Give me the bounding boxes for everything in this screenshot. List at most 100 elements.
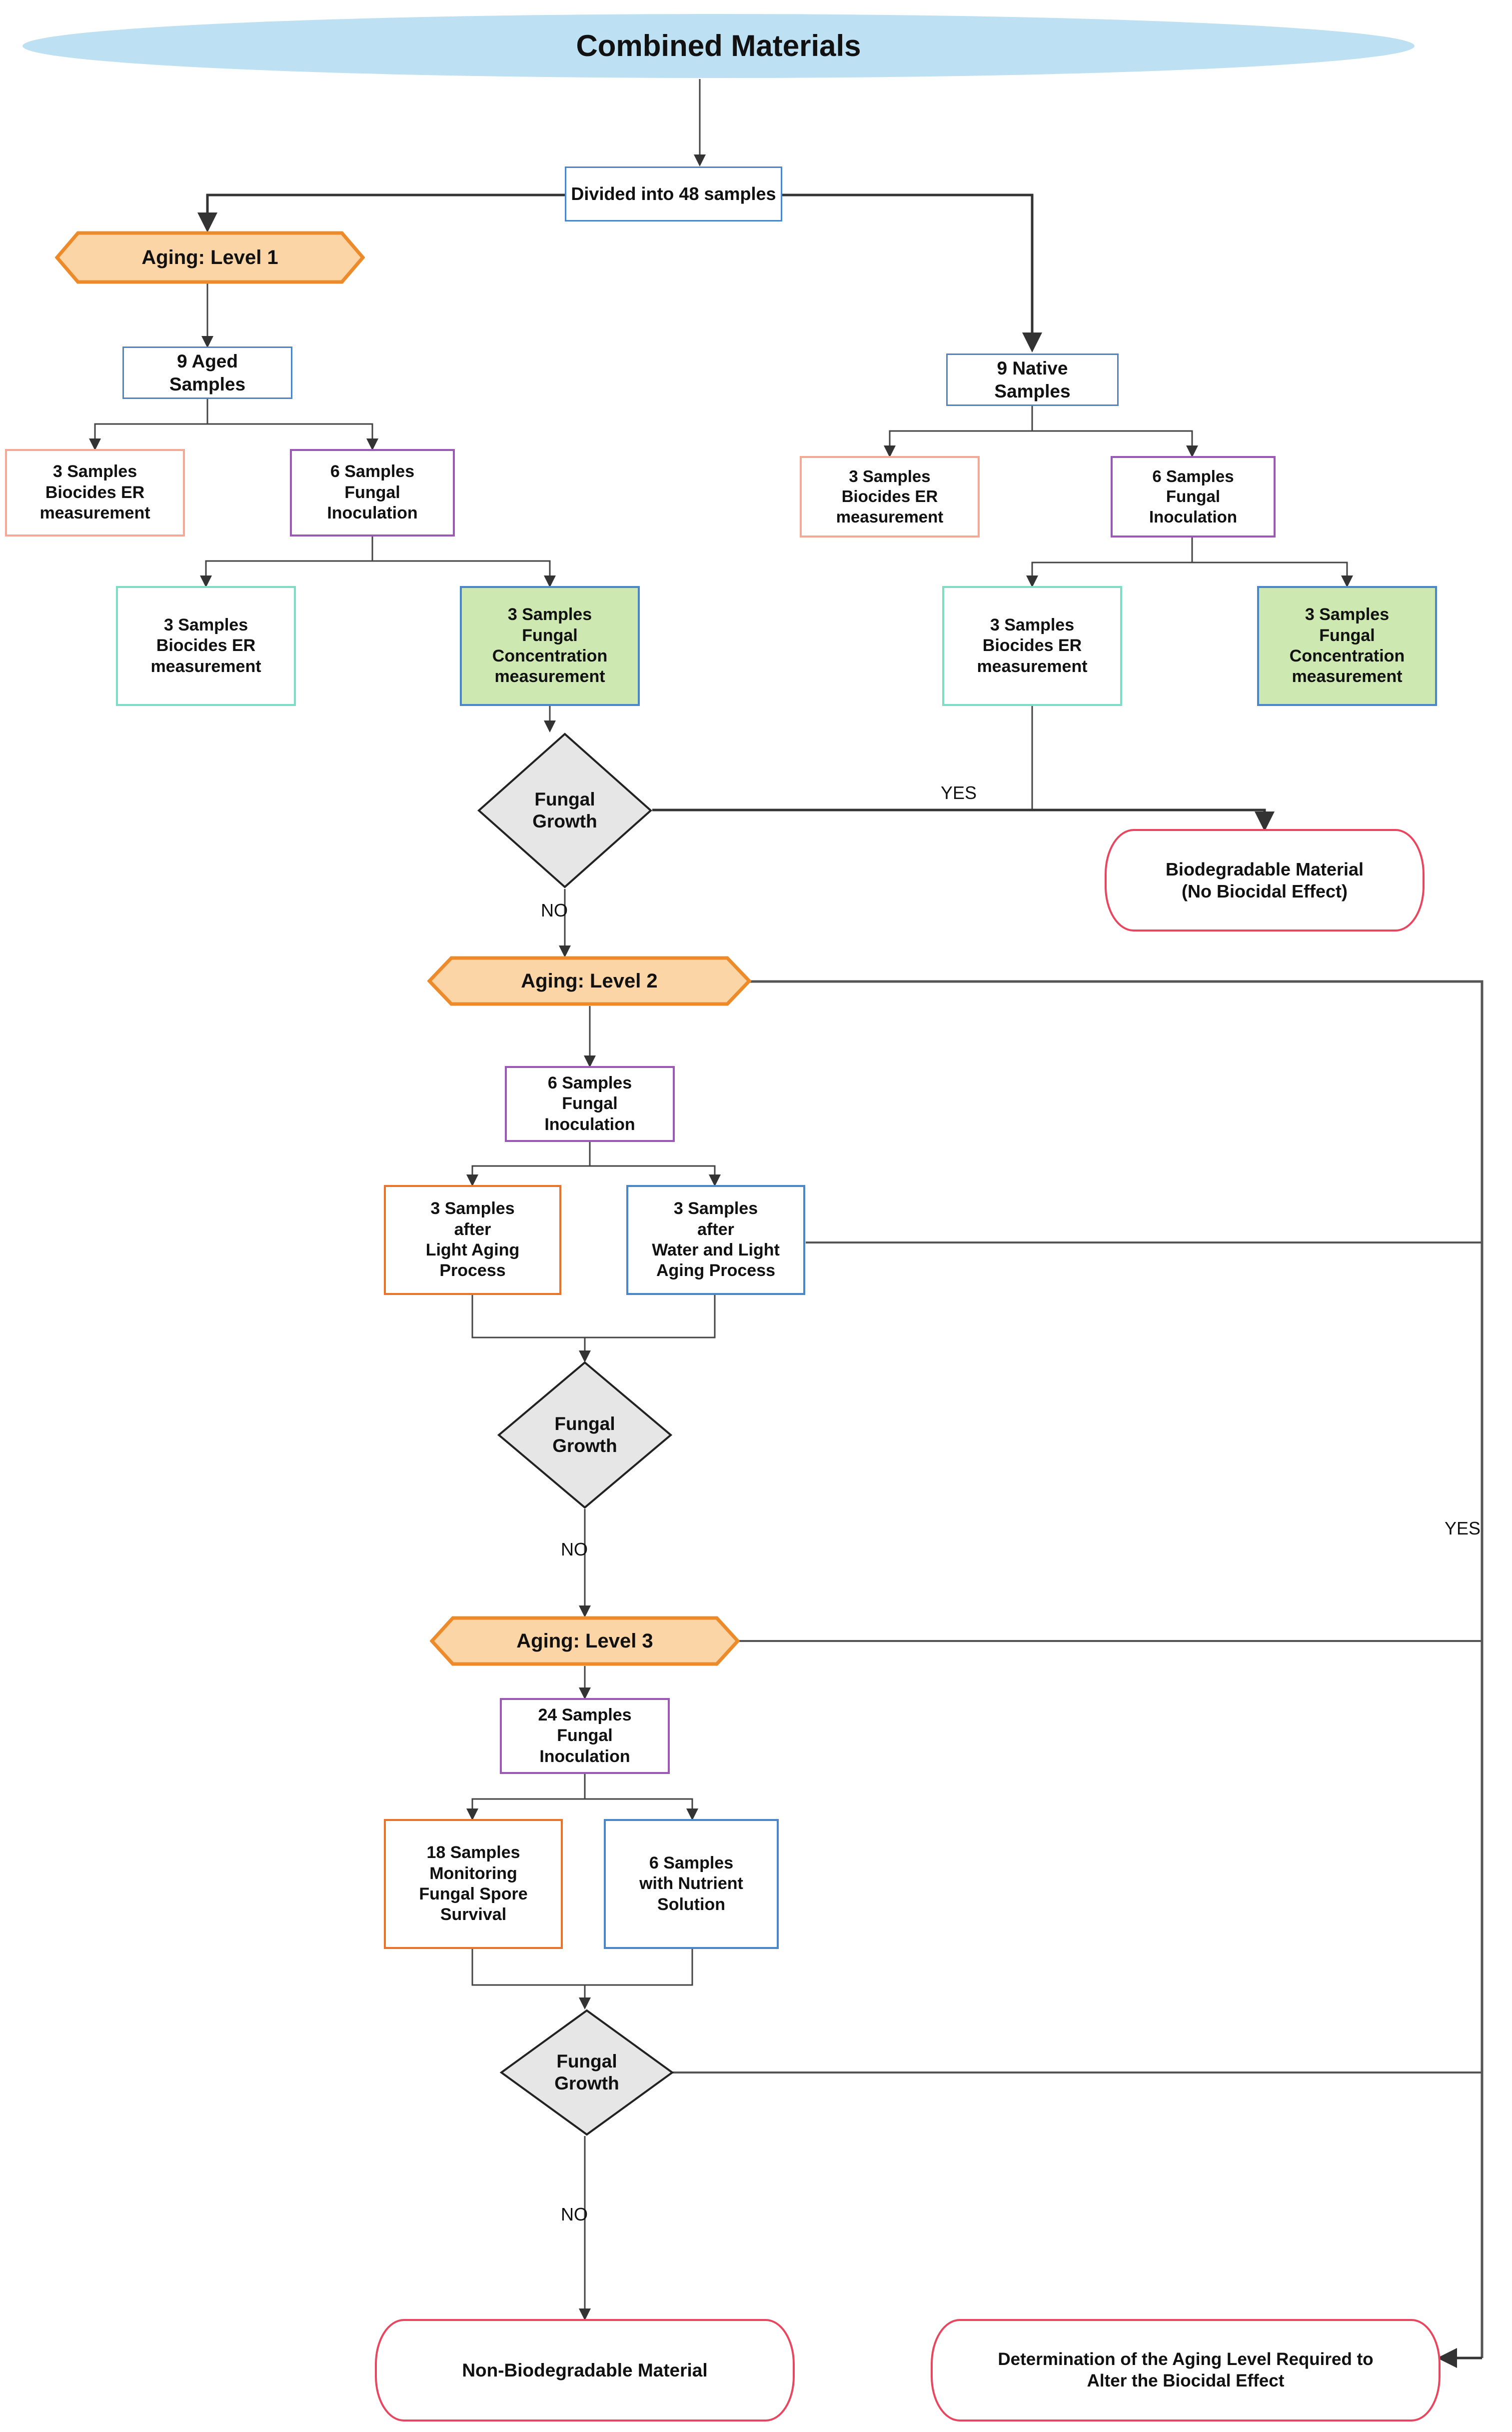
node-label-line2: Fungal [1166,487,1221,506]
node-label: Divided into 48 samples [571,184,776,204]
node-label-line1: 9 Native [997,358,1068,379]
node-label-line1: 3 Samples [52,462,137,482]
node-label-line3: Fungal Spore [419,1884,528,1904]
node-aging-level-2[interactable]: Aging: Level 2 [427,956,752,1006]
node-label: Fungal Growth [477,732,652,888]
node-l2-6-samples-fungal-inoculation[interactable]: 6 Samples Fungal Inoculation [505,1066,675,1142]
node-divided-into-48-samples[interactable]: Divided into 48 samples [565,166,782,222]
node-label-line2: Fungal [1319,626,1375,645]
node-aged-3-samples-biocides-er-second[interactable]: 3 Samples Biocides ER measurement [116,586,296,706]
node-label-line3: Inoculation [544,1114,635,1134]
edge-label-no-3: NO [561,2204,588,2224]
node-label: Fungal Growth [497,1361,672,1509]
node-aging-level-3[interactable]: Aging: Level 3 [429,1616,740,1666]
node-label-line2: Growth [554,2073,619,2094]
node-native-3-samples-biocides-er[interactable]: 3 Samples Biocides ER measurement [800,456,980,538]
node-determination-aging-level[interactable]: Determination of the Aging Level Require… [931,2319,1441,2422]
node-label-line2: after [697,1220,734,1239]
node-label-line3: Inoculation [539,1746,630,1766]
node-label-line2: Growth [552,1436,617,1456]
node-fungal-growth-decision-1[interactable]: Fungal Growth [477,732,653,888]
node-label-line1: 3 Samples [430,1199,515,1218]
node-label-line1: 3 Samples [163,615,248,634]
node-label-line2: (No Biocidal Effect) [1181,880,1348,902]
node-label-line1: 3 Samples [990,615,1075,634]
node-label-line3: Inoculation [327,504,418,523]
node-label: Aging: Level 1 [141,246,278,268]
edge-label-no-2: NO [561,1539,588,1560]
node-label: Aging: Level 3 [516,1630,653,1652]
node-label-line1: 6 Samples [547,1073,632,1092]
node-aging-level-1[interactable]: Aging: Level 1 [54,231,365,284]
node-label-line3: measurement [977,656,1088,676]
node-label-line1: 24 Samples [538,1705,632,1724]
node-label: Fungal Growth [500,2009,674,2136]
node-label-line3: Solution [657,1894,725,1914]
node-label-line3: Light Aging [425,1240,520,1260]
node-label-line1: Fungal [534,789,595,810]
node-label-line2: Biocides ER [982,636,1082,656]
node-fungal-growth-decision-3[interactable]: Fungal Growth [499,2009,674,2136]
node-label-line2: Samples [169,374,246,394]
node-label-line1: 3 Samples [1305,605,1390,624]
node-l3-24-samples-fungal-inoculation[interactable]: 24 Samples Fungal Inoculation [500,1698,670,1774]
node-label-line1: 3 Samples [507,605,592,624]
node-label-line2: Biocides ER [45,482,145,502]
node-label-line1: Biodegradable Material [1165,858,1364,880]
node-label-line3: Concentration [492,646,608,666]
node-label: Non-Biodegradable Material [462,2360,708,2380]
node-native-3-samples-fungal-concentration[interactable]: 3 Samples Fungal Concentration measureme… [1257,586,1437,706]
node-label-line1: 9 Aged [177,351,238,372]
node-label-line4: Survival [440,1905,507,1924]
node-label-line1: 6 Samples [649,1853,734,1872]
node-label-line2: Fungal [522,626,578,645]
node-combined-materials[interactable]: Combined Materials [22,14,1415,78]
node-label-line2: Growth [532,811,597,832]
node-l2-3-samples-light-aging[interactable]: 3 Samples after Light Aging Process [384,1185,561,1295]
node-label-line3: Concentration [1289,646,1405,666]
edge-label-yes-1: YES [941,782,977,803]
node-label-line1: 6 Samples [1152,467,1234,486]
node-fungal-growth-decision-2[interactable]: Fungal Growth [497,1361,673,1509]
node-9-native-samples[interactable]: 9 Native Samples [946,354,1119,406]
node-label: Combined Materials [576,29,861,63]
node-label-line2: Biocides ER [156,636,256,656]
node-aged-3-samples-fungal-concentration[interactable]: 3 Samples Fungal Concentration measureme… [460,586,640,706]
node-l3-18-samples-monitoring[interactable]: 18 Samples Monitoring Fungal Spore Survi… [384,1819,563,1949]
node-label-line1: 3 Samples [673,1199,758,1218]
node-aged-3-samples-biocides-er[interactable]: 3 Samples Biocides ER measurement [5,449,185,536]
node-label-line4: Aging Process [656,1261,776,1280]
node-l2-3-samples-water-light-aging[interactable]: 3 Samples after Water and Light Aging Pr… [626,1185,805,1295]
node-label-line1: 6 Samples [330,462,415,482]
node-label-line2: Samples [994,380,1071,402]
node-label-line2: after [454,1220,491,1239]
node-label-line2: Fungal [557,1726,613,1746]
node-label: Aging: Level 2 [521,970,658,992]
node-l3-6-samples-nutrient-solution[interactable]: 6 Samples with Nutrient Solution [604,1819,779,1949]
node-9-aged-samples[interactable]: 9 Aged Samples [122,346,292,399]
node-aged-6-samples-fungal-inoculation[interactable]: 6 Samples Fungal Inoculation [290,449,455,536]
node-label-line3: measurement [150,656,261,676]
node-label-line1: 3 Samples [849,467,931,486]
node-label-line2: Biocides ER [841,487,938,506]
node-label-line3: Inoculation [1149,507,1237,526]
node-label-line4: measurement [1292,667,1403,686]
node-label-line3: measurement [39,504,150,523]
node-label-line1: 18 Samples [426,1843,520,1862]
node-label-line1: Fungal [556,2051,617,2072]
node-label-line1: Determination of the Aging Level Require… [998,2349,1374,2369]
node-native-3-samples-biocides-er-second[interactable]: 3 Samples Biocides ER measurement [942,586,1122,706]
node-label-line2: Fungal [562,1094,618,1114]
node-native-6-samples-fungal-inoculation[interactable]: 6 Samples Fungal Inoculation [1111,456,1276,538]
node-label-line2: Alter the Biocidal Effect [1087,2370,1285,2390]
node-non-biodegradable-material[interactable]: Non-Biodegradable Material [375,2319,795,2422]
edge-label-yes-right: YES [1445,1518,1481,1538]
edge-label-no-1: NO [541,900,568,920]
node-label-line4: Process [439,1261,506,1280]
node-label-line1: Fungal [554,1414,615,1434]
node-biodegradable-material[interactable]: Biodegradable Material (No Biocidal Effe… [1105,829,1425,932]
node-label-line3: Water and Light [652,1240,780,1260]
node-label-line4: measurement [494,667,605,686]
node-label-line2: Monitoring [429,1864,517,1883]
